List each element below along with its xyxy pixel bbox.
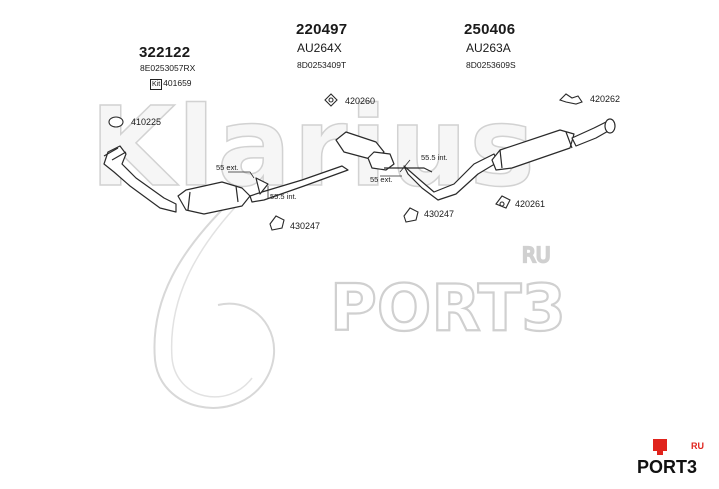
annotation-55-5-int-a: 55.5 int.: [421, 153, 448, 162]
dimension-markers: [228, 159, 411, 198]
ref-420260: 420260: [345, 96, 376, 106]
exhaust-system: [103, 118, 616, 215]
part-number-3: 250406: [464, 21, 516, 38]
front-pipe: [103, 145, 177, 213]
tail-pipe: [571, 121, 611, 147]
watermark-klarius: Klarius: [89, 82, 537, 212]
ref-430247-b: 430247: [424, 209, 455, 219]
annotation-55-ext-b: 55 ext.: [370, 175, 393, 184]
clamps: [108, 93, 583, 231]
model-code-2: AU264X: [297, 41, 342, 55]
bracket-420261: [495, 195, 511, 209]
watermark-six: [153, 199, 275, 409]
intermediate-pipe: [249, 165, 349, 203]
ref-420262: 420262: [590, 94, 621, 104]
watermark-ru-text: RU: [522, 243, 551, 267]
clamp-430247-a: [269, 215, 285, 231]
logo-port3-text: PORT3: [637, 457, 697, 477]
logo-ru-text: RU: [691, 441, 704, 451]
part-number-2: 220497: [296, 21, 348, 38]
hanger-410225: [108, 116, 124, 128]
oem-code-1: 8E0253057RX: [140, 63, 196, 73]
watermark-port3: PORT3 RU: [329, 242, 567, 347]
model-code-3: AU263A: [466, 41, 511, 55]
ref-430247-a: 430247: [290, 221, 321, 231]
ref-410225: 410225: [131, 117, 162, 127]
part-number-1: 322122: [139, 44, 191, 61]
rear-silencer: [491, 129, 575, 171]
clamp-430247-b: [403, 207, 419, 223]
kit-number: 401659: [163, 78, 192, 88]
ref-420261: 420261: [515, 199, 546, 209]
logo-piston-icon: [653, 439, 667, 451]
bracket-420260: [324, 93, 338, 107]
kit-badge: Kit: [150, 79, 163, 90]
centre-silencer: [335, 131, 385, 161]
watermark-klarius-text: Klarius: [90, 83, 537, 211]
watermark-port3-text: PORT3: [330, 272, 566, 346]
oem-code-3: 8D0253609S: [466, 60, 516, 70]
port3-logo: RU PORT3: [637, 439, 704, 477]
bracket-420262: [558, 93, 583, 105]
oem-code-2: 8D0253409T: [297, 60, 347, 70]
annotation-55-ext-a: 55 ext.: [216, 163, 239, 172]
annotation-55-5-int-b: 55.5 int.: [270, 192, 297, 201]
